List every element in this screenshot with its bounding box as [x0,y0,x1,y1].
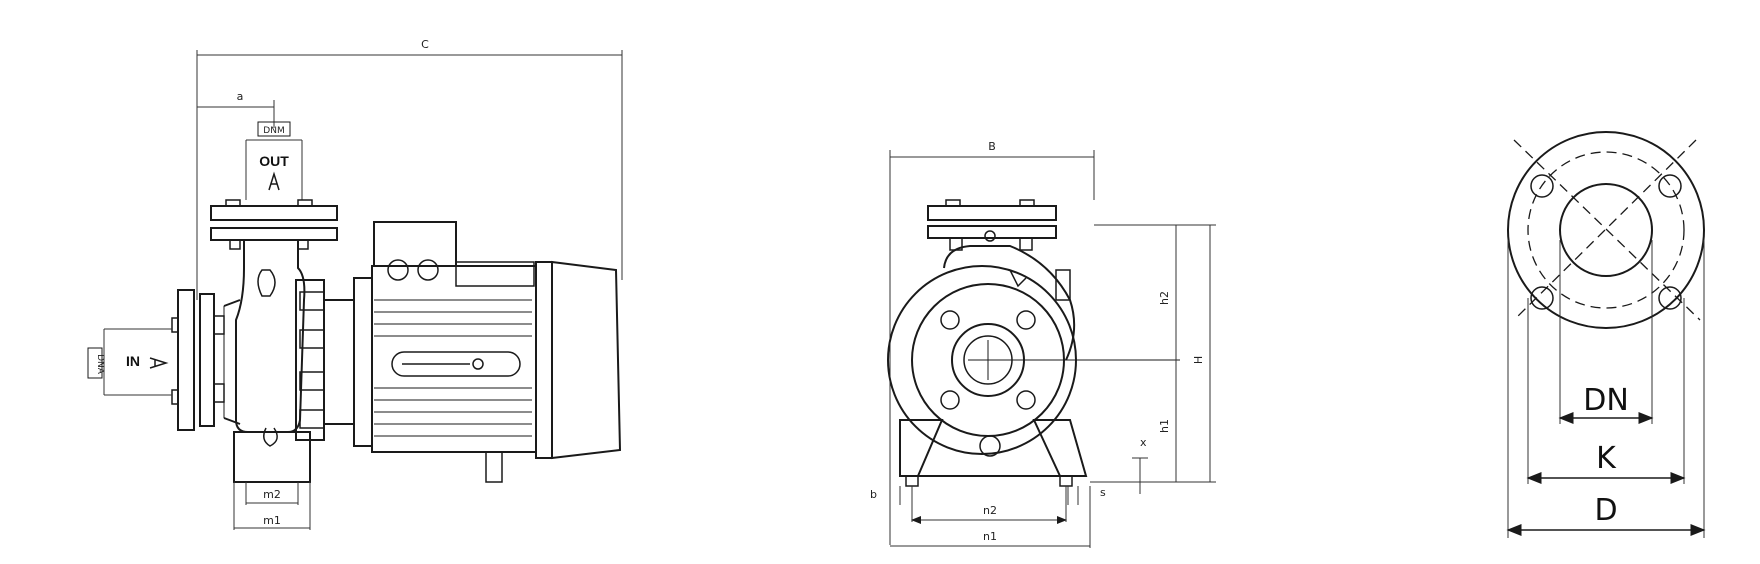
arrow-up-icon [268,171,280,191]
dim-label-dna: DNA [95,354,105,375]
flow-arrow-icon [1009,269,1027,288]
dim-label-m1: m1 [263,514,281,527]
dim-label-k: K [1596,441,1617,476]
arrow-right-icon [149,357,169,369]
dim-label-n1: n1 [983,530,997,543]
pump-front-view: B h2 H h [870,140,1216,548]
dim-label-b: B [988,140,996,153]
dim-label-m2: m2 [263,488,281,501]
pump-side-view: C a DNM OUT IN [87,38,623,530]
dim-label-h2: h2 [1158,291,1171,305]
label-out: OUT [259,153,289,169]
motor-fins [374,299,532,437]
dim-label-n2: n2 [983,504,997,517]
dim-label-dn: DN [1583,383,1629,418]
flange-view: DN K D [1506,131,1706,538]
dim-label-h1: h1 [1158,419,1171,433]
dim-label-h: H [1192,356,1205,364]
dim-label-c: C [421,38,429,51]
dim-label-d: D [1594,493,1617,528]
dim-label-b-small: b [870,488,877,501]
dim-label-x: x [1140,436,1147,449]
dim-label-s: s [1100,486,1106,499]
dim-label-dnm: DNM [263,126,284,136]
dim-label-a: a [237,90,244,103]
label-in: IN [126,353,140,369]
